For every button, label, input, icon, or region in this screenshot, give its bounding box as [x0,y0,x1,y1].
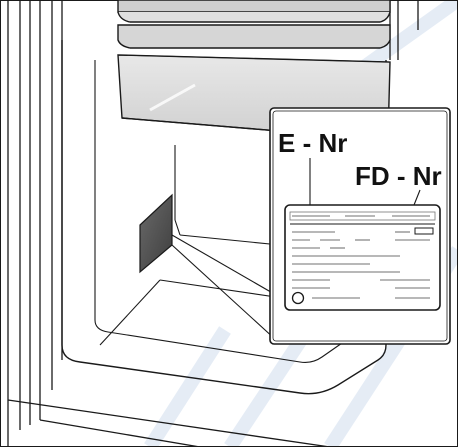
rating-plate-location [139,193,173,274]
callout-pointer-lines [171,234,277,341]
rating-plate-detail [284,204,441,311]
left-wall [7,0,63,447]
floor-lines [7,399,331,447]
fdnr-label: FD - Nr [355,161,442,191]
top-rails [117,0,391,49]
enr-label: E - Nr [278,128,347,158]
cavity-outline [61,40,387,395]
